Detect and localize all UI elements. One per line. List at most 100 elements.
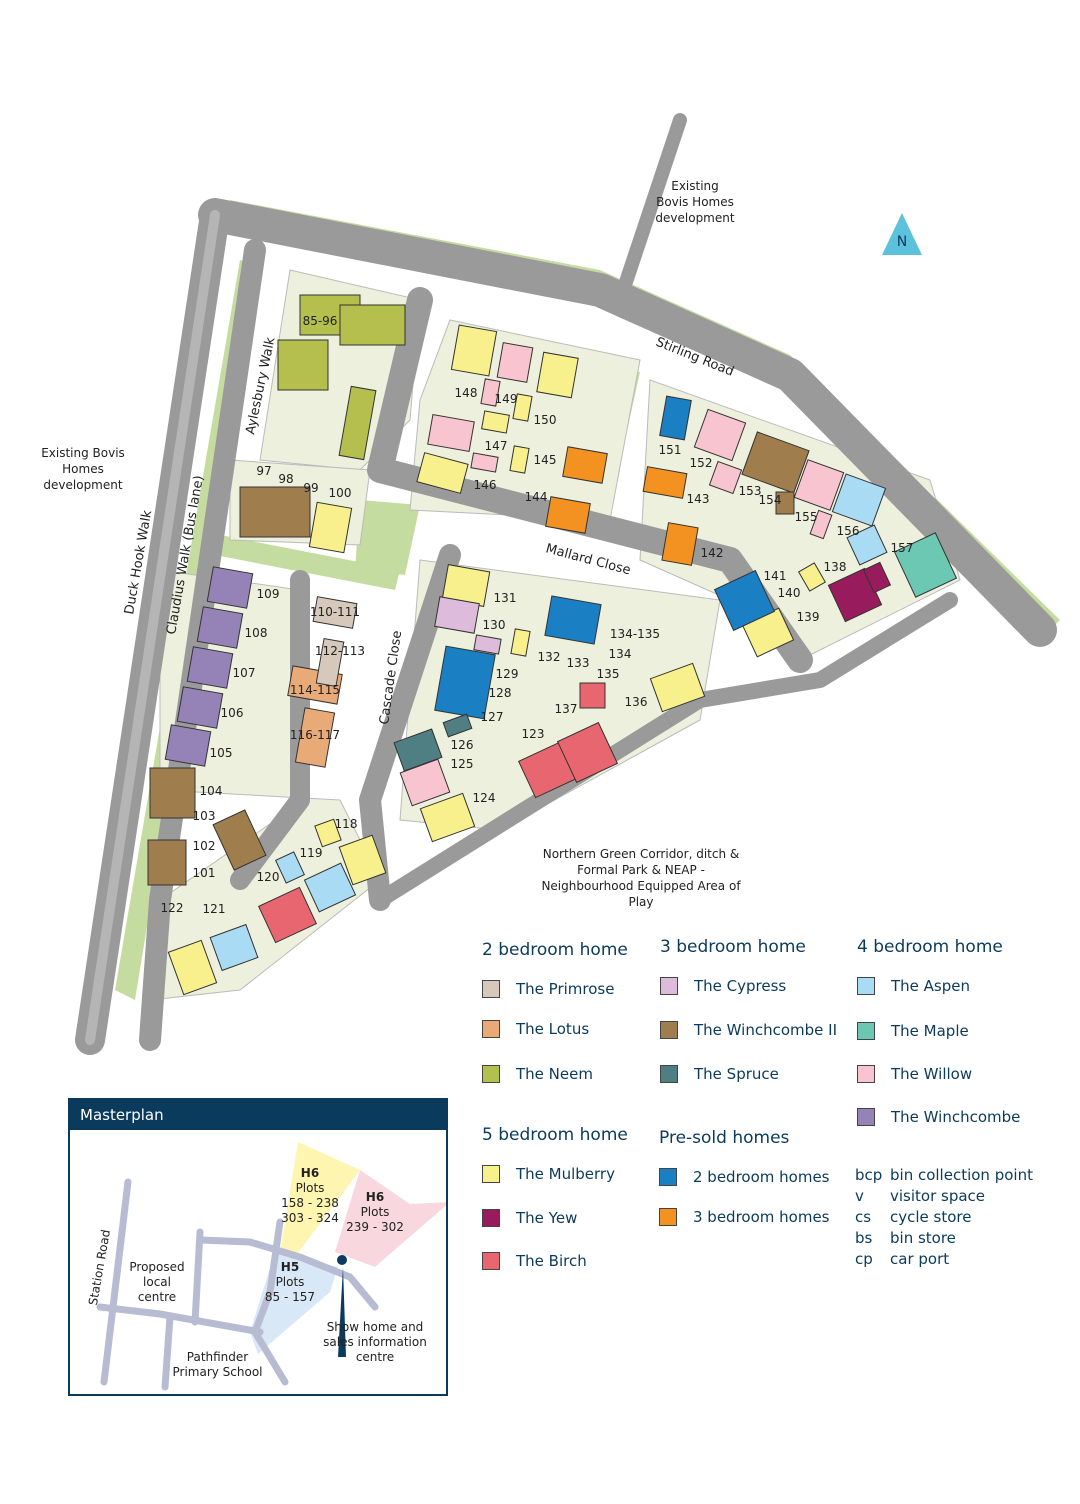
house-cypress[interactable] <box>434 596 480 634</box>
legend-swatch <box>660 1021 678 1039</box>
house-winchcombe[interactable] <box>176 686 224 729</box>
svg-text:N: N <box>897 234 907 250</box>
house-presold2[interactable] <box>713 569 776 632</box>
legend-label: The Willow <box>891 1065 973 1083</box>
legend-item-neem: The Neem <box>482 1065 593 1083</box>
house-willow[interactable] <box>427 414 475 452</box>
legend-label: The Lotus <box>516 1020 590 1038</box>
house-mulberry[interactable] <box>314 818 342 848</box>
house-winchcombe2[interactable] <box>239 486 311 538</box>
legend-swatch <box>659 1208 677 1226</box>
house-winchcombe2[interactable] <box>741 431 810 494</box>
legend-swatch <box>482 1165 500 1183</box>
legend-item-maple: The Maple <box>857 1022 969 1040</box>
plot-label: 148 <box>455 386 478 400</box>
legend-swatch <box>660 977 678 995</box>
house-spruce[interactable] <box>442 713 473 738</box>
legend-heading: Pre-sold homes <box>659 1128 790 1148</box>
house-aspen[interactable] <box>274 851 306 884</box>
show-home-label: Show home and sales information centre <box>323 1320 427 1364</box>
legend-heading: 5 bedroom home <box>482 1125 628 1145</box>
plot-label: 121 <box>203 902 226 916</box>
house-presold3[interactable] <box>661 522 699 566</box>
legend-label: The Aspen <box>891 977 970 995</box>
plot-label: 106 <box>221 706 244 720</box>
house-mulberry[interactable] <box>649 662 706 713</box>
house-presold2[interactable] <box>544 595 602 645</box>
house-winchcombe[interactable] <box>164 724 212 767</box>
house-birch[interactable] <box>556 721 619 784</box>
house-willow[interactable] <box>708 460 743 495</box>
house-presold3[interactable] <box>545 496 591 534</box>
house-mulberry[interactable] <box>510 628 531 657</box>
house-willow[interactable] <box>793 459 845 511</box>
house-aspen[interactable] <box>209 923 259 972</box>
house-primrose[interactable] <box>312 596 358 629</box>
abbr-code: cp <box>855 1250 873 1268</box>
house-willow[interactable] <box>496 342 534 383</box>
house-mulberry[interactable] <box>450 324 498 377</box>
house-winchcombe2[interactable] <box>775 491 795 515</box>
plot-label: 136 <box>625 695 648 709</box>
house-winchcombe2[interactable] <box>147 839 187 886</box>
house-aspen[interactable] <box>303 862 357 913</box>
house-winchcombe[interactable] <box>196 606 244 649</box>
house-neem[interactable] <box>277 339 329 391</box>
house-birch[interactable] <box>257 886 318 944</box>
house-mulberry[interactable] <box>167 939 218 996</box>
house-winchcombe2[interactable] <box>149 767 196 819</box>
house-presold2[interactable] <box>434 645 496 720</box>
plot-label: 149 <box>495 392 518 406</box>
house-aspen[interactable] <box>846 524 888 566</box>
house-mulberry[interactable] <box>338 834 387 886</box>
house-mulberry[interactable] <box>536 351 579 399</box>
house-winchcombe2[interactable] <box>212 809 267 871</box>
house-willow[interactable] <box>809 509 833 540</box>
house-maple[interactable] <box>893 532 958 598</box>
house-aspen[interactable] <box>831 473 887 527</box>
house-lotus[interactable] <box>294 707 336 768</box>
house-mulberry[interactable] <box>512 393 533 422</box>
house-birch[interactable] <box>579 682 606 709</box>
house-presold3[interactable] <box>642 466 688 499</box>
legend-item-cypress: The Cypress <box>660 977 786 995</box>
house-primrose[interactable] <box>315 638 345 687</box>
legend-item-willow: The Willow <box>857 1065 972 1083</box>
abbr-meaning: visitor space <box>890 1187 986 1205</box>
house-mulberry[interactable] <box>509 445 530 474</box>
plot-label: 146 <box>474 478 497 492</box>
house-willow[interactable] <box>470 452 499 473</box>
house-presold2[interactable] <box>659 395 692 441</box>
north-arrow-icon <box>882 213 922 255</box>
house-mulberry[interactable] <box>308 501 353 554</box>
house-mulberry[interactable] <box>419 792 476 843</box>
legend-label: The Winchcombe <box>891 1108 1021 1126</box>
plot-label: 138 <box>824 560 847 574</box>
house-neem[interactable] <box>339 304 406 346</box>
house-neem[interactable] <box>338 385 377 461</box>
plot-label: 103 <box>193 809 216 823</box>
house-willow[interactable] <box>480 378 501 407</box>
note-green-corridor: Northern Green Corridor, ditch & Formal … <box>541 847 741 909</box>
legend-label: The Maple <box>891 1022 969 1040</box>
north-arrow: N <box>882 213 922 255</box>
house-winchcombe[interactable] <box>186 646 234 689</box>
house-presold3[interactable] <box>562 446 608 484</box>
plot-label: 97 <box>256 464 271 478</box>
house-mulberry[interactable] <box>481 410 510 434</box>
house-cypress[interactable] <box>473 634 502 655</box>
house-mulberry[interactable] <box>416 452 469 494</box>
house-yew[interactable] <box>862 561 892 594</box>
house-willow[interactable] <box>693 408 747 462</box>
plot-label: 102 <box>193 839 216 853</box>
legend-label: 3 bedroom homes <box>693 1208 830 1226</box>
plot-label: 152 <box>690 456 713 470</box>
legend-item-presold2: 2 bedroom homes <box>659 1168 830 1186</box>
house-winchcombe[interactable] <box>206 566 254 609</box>
plot-label: 150 <box>534 413 557 427</box>
house-spruce[interactable] <box>393 728 443 772</box>
house-mulberry[interactable] <box>798 562 826 592</box>
